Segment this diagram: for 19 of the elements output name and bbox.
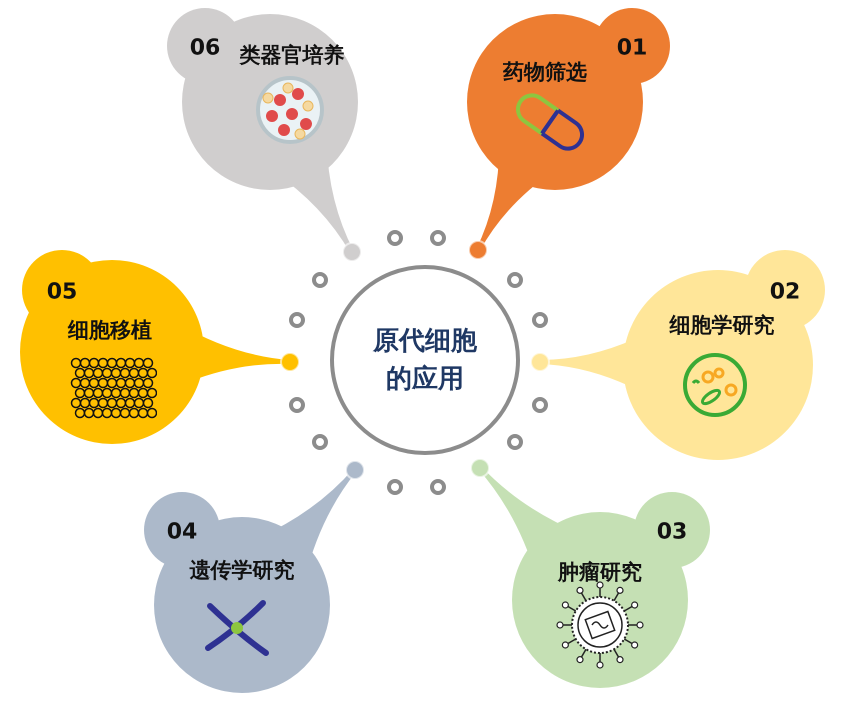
step-number: 04 — [166, 520, 198, 544]
bubble-title: 遗传学研究 — [190, 557, 294, 584]
bubble-title: 细胞学研究 — [670, 312, 774, 339]
speech-bubble — [512, 492, 710, 688]
step-number: 02 — [770, 280, 800, 304]
bubble-title: 类器官培养 — [240, 42, 344, 69]
bubble-title: 肿瘤研究 — [558, 559, 642, 586]
speech-bubble — [144, 492, 330, 693]
speech-bubble — [167, 8, 358, 190]
step-number: 03 — [656, 520, 688, 544]
bubble-title: 细胞移植 — [68, 317, 152, 344]
speech-bubble — [20, 250, 204, 444]
bubble-title: 药物筛选 — [503, 59, 587, 86]
step-number: 05 — [46, 280, 78, 304]
speech-bubble — [623, 250, 825, 460]
speech-bubble — [467, 8, 670, 190]
center-title: 原代细胞的应用 — [372, 325, 478, 396]
step-number: 01 — [616, 36, 648, 60]
step-number: 06 — [190, 36, 220, 60]
